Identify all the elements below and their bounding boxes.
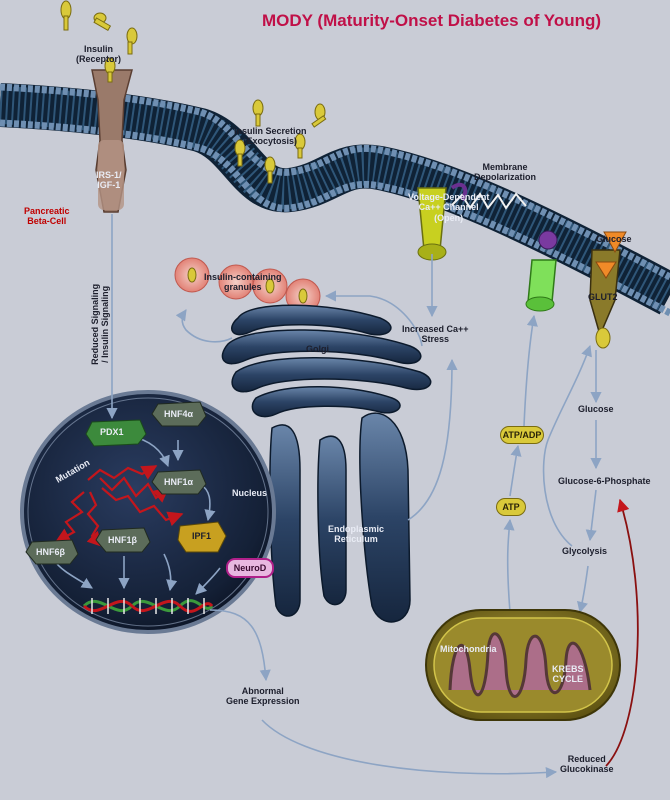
glycolysis-label: Glycolysis — [562, 546, 608, 556]
golgi-apparatus — [221, 304, 432, 418]
golgi-label: Golgi — [306, 344, 329, 354]
hnf4a-shape — [151, 401, 207, 427]
calcium-channel — [417, 182, 468, 261]
insulin-receptor-label: Insulin(Receptor) — [76, 44, 122, 65]
hnf1b-shape — [95, 527, 151, 553]
glut2-transporter — [589, 231, 627, 349]
atp-adp-label: ATP/ADP — [500, 426, 544, 444]
irs-label: IRS-1/IGF-1 — [96, 170, 122, 191]
mitochondria-label: Mitochondria — [440, 644, 497, 654]
glucose-6-phosphate-label: Glucose-6-Phosphate — [558, 476, 651, 486]
hnf1b-label: HNF1β — [108, 535, 137, 545]
neurod-label: NeuroD — [226, 558, 274, 578]
reduced-signaling-label: Reduced Signaling/ Insulin Signaling — [90, 283, 111, 365]
insulin-receptor — [60, 0, 138, 213]
ipf1-label: IPF1 — [192, 531, 212, 541]
katp-channel — [525, 230, 558, 312]
diagram-title: MODY (Maturity-Onset Diabetes of Young) — [262, 11, 602, 30]
mitochondrion — [425, 609, 621, 721]
glucose-top-label: Glucose — [596, 234, 632, 244]
hnf6b-label: HNF6β — [36, 547, 65, 557]
cell-membrane — [0, 83, 670, 317]
hnf4a-label: HNF4α — [164, 409, 194, 419]
hnf1a-shape — [151, 469, 207, 495]
insulin-secretion-label: Insulin Secretion(Exocytosis) — [234, 126, 307, 147]
atp-label: ATP — [496, 498, 526, 516]
insulin-granules — [174, 257, 321, 314]
hnf6b-shape — [25, 539, 79, 565]
mutation-arrows — [54, 465, 184, 548]
protein-shapes — [25, 401, 227, 565]
nucleus — [20, 390, 276, 634]
nucleus-label: Nucleus — [232, 488, 268, 498]
increased-calcium-stress-label: Increased Ca++Stress — [402, 324, 469, 345]
glucokinase-inhibition-arrow — [605, 498, 639, 767]
dna-helix — [82, 598, 214, 614]
glucose-right-label: Glucose — [578, 404, 614, 414]
pdx1-shape — [85, 419, 147, 447]
ipf1-shape — [177, 521, 227, 553]
secreted-insulin — [234, 99, 327, 184]
endoplasmic-reticulum — [269, 412, 411, 623]
glut2-label: GLUT2 — [588, 292, 618, 302]
pdx1-label: PDX1 — [100, 427, 124, 437]
hnf1a-label: HNF1α — [164, 477, 194, 487]
